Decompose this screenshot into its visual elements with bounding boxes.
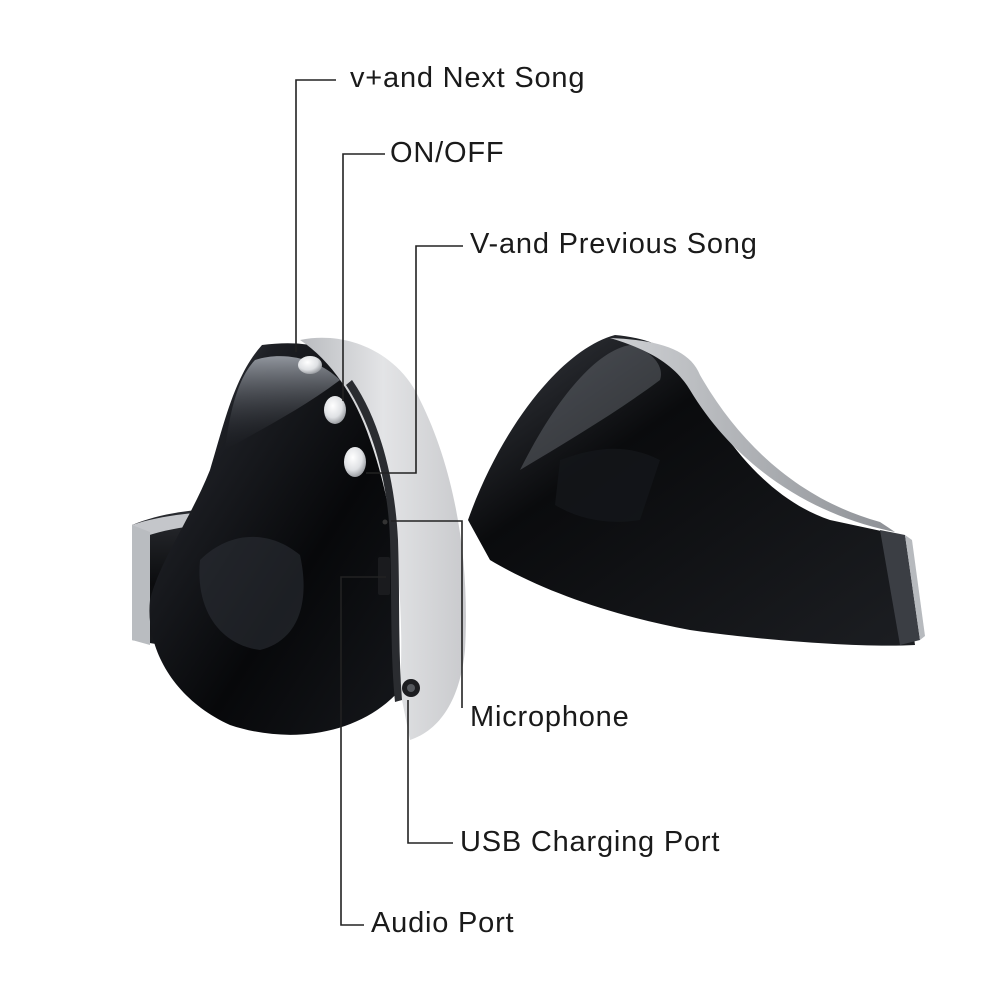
leader-line-power — [342, 153, 385, 401]
label-volume-up-next: v+and Next Song — [350, 62, 586, 94]
power-button — [324, 396, 346, 424]
leader-line-audio — [340, 576, 386, 926]
volume-down-button — [344, 447, 366, 477]
volume-up-button — [298, 356, 322, 374]
leader-lines — [295, 79, 463, 926]
right-speaker — [468, 335, 925, 646]
label-usb-charging-port: USB Charging Port — [460, 826, 721, 858]
label-volume-down-previous: V-and Previous Song — [470, 228, 758, 260]
leader-line-usb — [407, 700, 453, 844]
label-audio-port: Audio Port — [371, 907, 515, 939]
audio-port-slot — [378, 557, 390, 595]
left-speaker — [132, 337, 466, 740]
leader-line-volume-up — [295, 79, 336, 352]
leader-line-microphone — [391, 520, 463, 708]
label-microphone: Microphone — [470, 701, 630, 733]
microphone-hole — [382, 519, 388, 525]
label-power: ON/OFF — [390, 137, 505, 169]
leader-line-volume-down — [366, 245, 463, 474]
